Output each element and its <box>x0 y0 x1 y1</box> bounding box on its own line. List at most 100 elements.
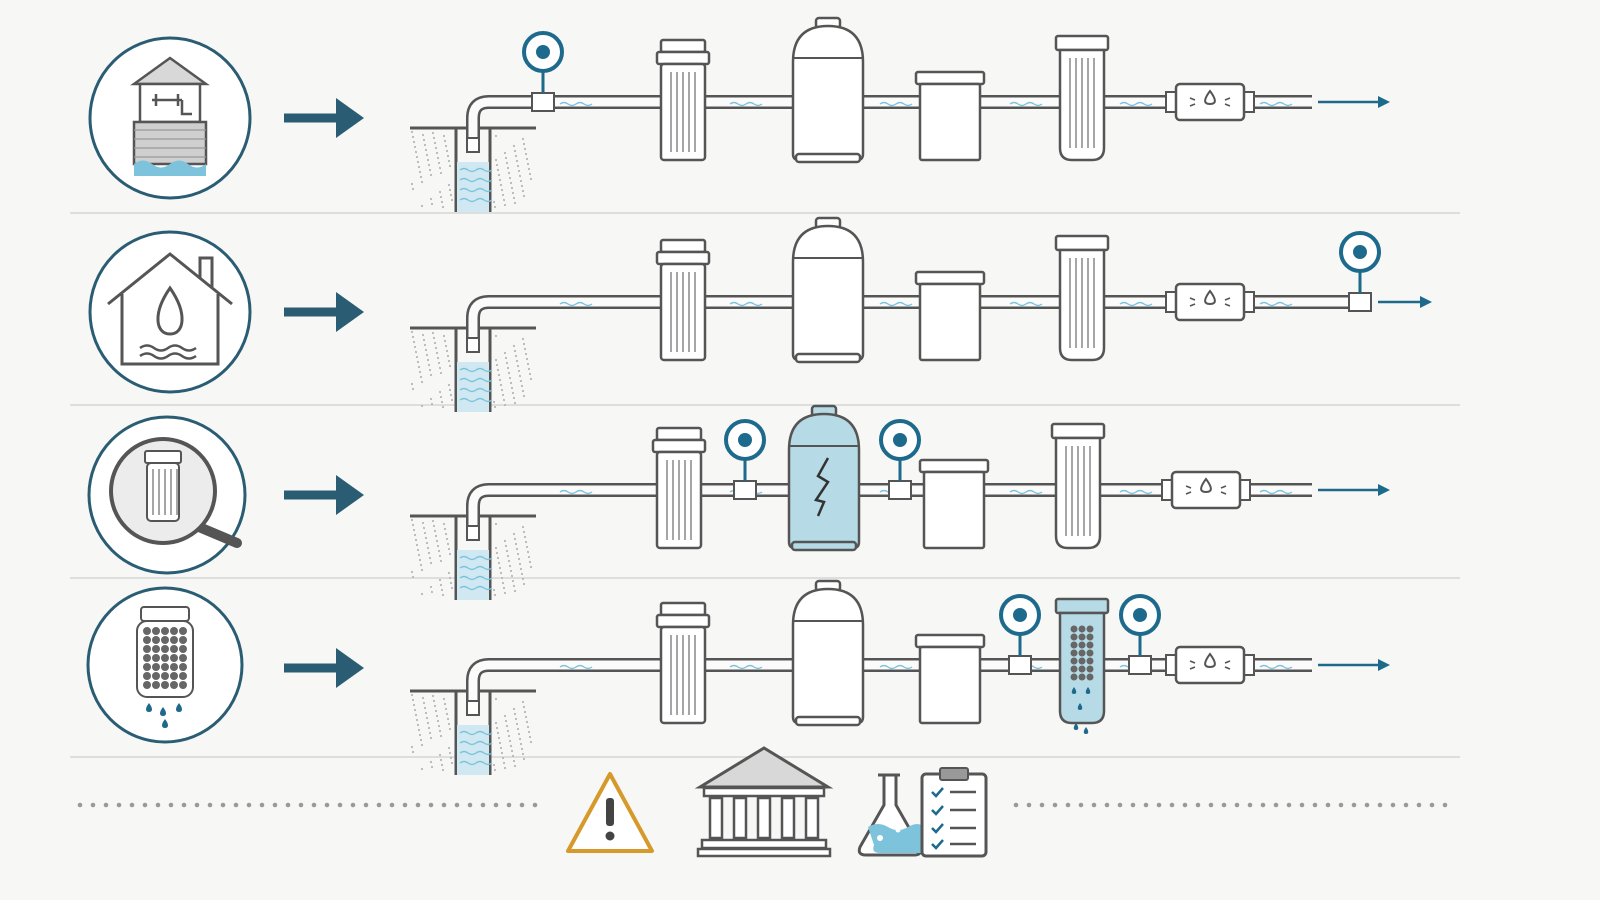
soil-speck <box>449 756 453 760</box>
dot <box>1442 802 1448 808</box>
soil-speck <box>505 724 509 728</box>
soil-speck <box>423 143 427 147</box>
soil-speck <box>438 366 442 370</box>
soil-speck <box>512 532 516 536</box>
soil-speck <box>518 737 522 741</box>
soil-speck <box>521 525 525 529</box>
crank <box>152 94 192 116</box>
soil-speck <box>418 370 422 374</box>
soil-speck <box>450 586 454 590</box>
soil-speck <box>429 585 433 589</box>
soil-speck <box>519 379 523 383</box>
soil-speck <box>448 727 452 731</box>
soil-speck <box>428 168 432 172</box>
water-ripple <box>459 555 493 561</box>
dot <box>1091 802 1097 808</box>
dot <box>90 802 96 808</box>
dot <box>506 802 512 808</box>
soil-speck <box>443 527 447 531</box>
soil-speck <box>497 561 501 565</box>
soil-speck <box>410 182 414 186</box>
box-body <box>918 82 982 162</box>
soil-speck <box>508 376 512 380</box>
water-ripple <box>459 377 493 383</box>
soil-speck <box>433 529 437 533</box>
uv-unit <box>1165 645 1255 685</box>
soil-speck <box>523 535 527 539</box>
soil-speck <box>496 556 500 560</box>
soil-speck <box>525 157 529 161</box>
sediment-particle <box>1086 641 1094 649</box>
dot <box>337 802 343 808</box>
soil-speck <box>498 741 502 745</box>
soil-speck <box>448 388 452 392</box>
soil-speck <box>514 717 518 721</box>
dot <box>1039 802 1045 808</box>
soil-speck <box>509 569 513 573</box>
soil-speck <box>494 522 498 526</box>
soil-speck <box>495 551 499 555</box>
soil-speck <box>417 553 421 557</box>
uv-coupler <box>1165 91 1177 113</box>
soil-speck <box>426 358 430 362</box>
pediment <box>694 746 834 789</box>
water-ripple <box>879 301 913 307</box>
soil-speck <box>507 734 511 738</box>
water-ripple <box>559 489 593 495</box>
water-ripple <box>459 367 493 373</box>
soil-speck <box>411 523 415 527</box>
sediment-particle <box>170 672 178 680</box>
well-intake <box>466 137 480 153</box>
soil-speck <box>528 372 532 376</box>
soil-speck <box>438 729 442 733</box>
soil-speck <box>447 571 451 575</box>
soil-speck <box>512 759 516 763</box>
softener-box <box>914 270 986 362</box>
dot <box>1156 802 1162 808</box>
soil-speck <box>511 191 515 195</box>
soil-speck <box>411 698 415 702</box>
soil-speck <box>503 403 507 407</box>
sediment-particle <box>1078 673 1086 681</box>
sensor-fitting <box>1008 655 1032 675</box>
dot <box>155 802 161 808</box>
soil-speck <box>513 401 517 405</box>
soil-speck <box>522 582 526 586</box>
sediment-particle <box>179 654 187 662</box>
soil-speck <box>494 334 498 338</box>
sediment-particle <box>179 681 187 689</box>
soil-speck <box>444 707 448 711</box>
soil-speck <box>529 377 533 381</box>
soil-speck <box>521 389 525 393</box>
well-water <box>134 160 206 176</box>
sediment-particle <box>179 663 187 671</box>
soil-speck <box>438 753 442 757</box>
soil-speck <box>529 565 533 569</box>
soil-speck <box>441 205 445 209</box>
dot <box>480 802 486 808</box>
soil-speck <box>449 393 453 397</box>
sediment-filter <box>655 238 711 362</box>
soil-speck <box>497 173 501 177</box>
soil-speck <box>494 358 498 362</box>
soil-speck <box>519 179 523 183</box>
soil-speck <box>492 200 496 204</box>
soil-speck <box>529 740 533 744</box>
soil-speck <box>430 202 434 206</box>
sediment-particle <box>1070 657 1078 665</box>
soil-speck <box>443 339 447 343</box>
tank-base <box>794 352 862 364</box>
soil-speck <box>437 361 441 365</box>
water-ripple <box>459 387 493 393</box>
soil-speck <box>447 159 451 163</box>
sediment-particle <box>1086 625 1094 633</box>
sediment-particle <box>1078 665 1086 673</box>
base-step <box>700 838 828 850</box>
soil-speck <box>524 715 528 719</box>
soil-speck <box>445 712 449 716</box>
dot <box>519 802 525 808</box>
filter-collar <box>655 613 711 629</box>
soil-speck <box>515 159 519 163</box>
flow-arrow <box>284 648 364 688</box>
dot <box>454 802 460 808</box>
